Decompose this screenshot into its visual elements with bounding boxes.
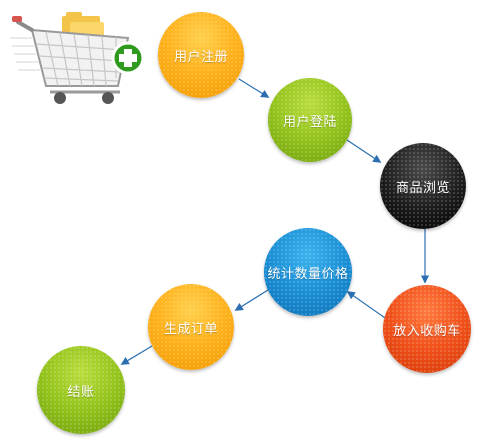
arrow-1 (238, 78, 270, 98)
step-count-quantity-price: 统计数量价格 (264, 228, 352, 316)
step-label: 生成订单 (163, 321, 218, 337)
step-generate-order: 生成订单 (148, 284, 234, 370)
shopping-cart-icon (10, 12, 145, 104)
plus-badge-icon (111, 41, 145, 75)
step-label: 用户登陆 (282, 114, 337, 130)
arrow-4 (346, 291, 389, 321)
step-browse-products: 商品浏览 (380, 143, 466, 229)
step-label: 用户注册 (173, 49, 228, 65)
step-label: 结账 (67, 384, 95, 400)
step-label: 商品浏览 (395, 180, 450, 196)
arrow-6 (120, 345, 153, 365)
step-add-to-cart: 放入收购车 (383, 285, 471, 373)
step-label: 统计数量价格 (267, 266, 349, 282)
arrow-2 (346, 139, 382, 163)
step-checkout: 结账 (37, 346, 125, 434)
step-label: 放入收购车 (393, 323, 461, 339)
step-user-login: 用户登陆 (268, 78, 352, 162)
step-user-register: 用户注册 (158, 12, 244, 98)
arrow-5 (234, 289, 269, 311)
